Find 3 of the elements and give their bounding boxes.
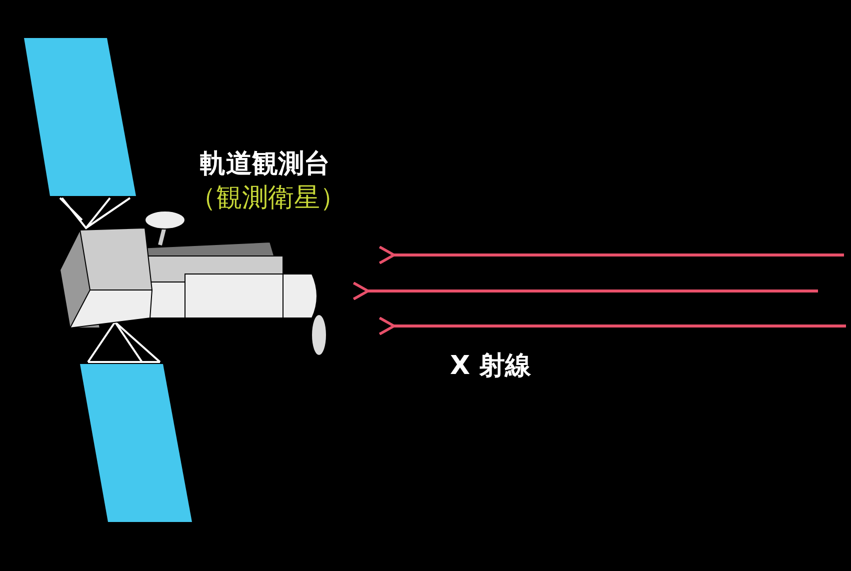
satellite-sublabel: （観測衛星）	[190, 182, 346, 215]
x-ray-label: X 射線	[450, 350, 532, 383]
satellite-label: 軌道観測台	[200, 148, 330, 181]
